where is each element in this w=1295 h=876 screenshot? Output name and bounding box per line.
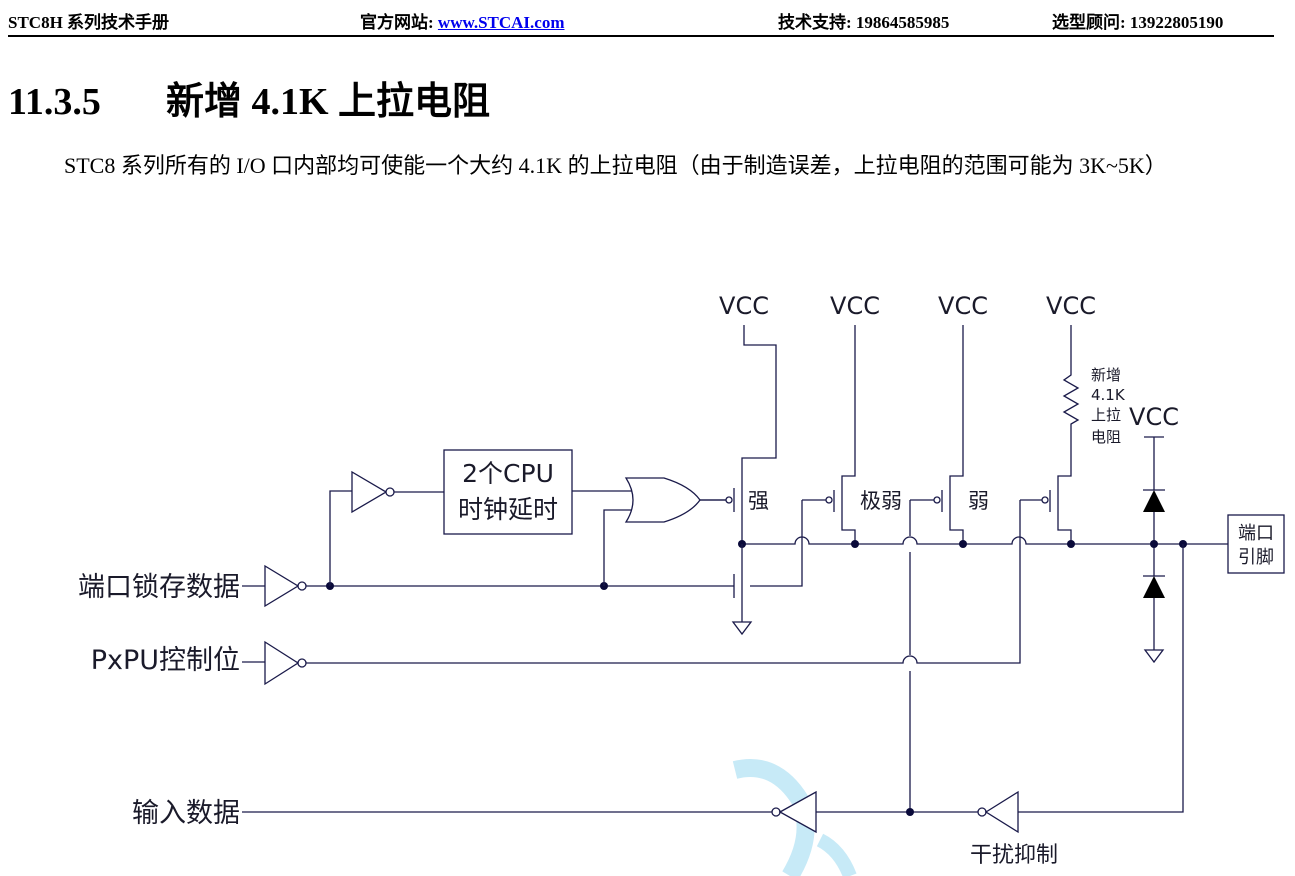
noise-suppression-label: 干扰抑制 — [970, 843, 1058, 868]
port-pin: 端口 引脚 — [1227, 514, 1285, 574]
page-header: STC8H 系列技术手册 官方网站: www.STCAI.com 技术支持: 1… — [8, 6, 1274, 34]
or-gate — [624, 477, 701, 523]
section-heading: 11.3.5 新增 4.1K 上拉电阻 — [8, 70, 490, 125]
very-weak-pullup-transistor: 极弱 — [802, 325, 902, 544]
vcc-label-strong: VCC — [719, 292, 769, 320]
body-paragraph: STC8 系列所有的 I/O 口内部均可使能一个大约 4.1K 的上拉电阻（由于… — [64, 153, 1167, 178]
site-label: 官方网站: — [360, 13, 438, 32]
support-phone: 技术支持: 19864585985 — [778, 13, 950, 32]
resistor-label-line1: 新增 — [1091, 366, 1121, 384]
pin-feedback-line — [1018, 544, 1184, 813]
vcc-label-very-weak: VCC — [830, 292, 880, 320]
latch-buffer — [242, 564, 307, 608]
pxpu-label: PxPU控制位 — [91, 645, 240, 676]
vcc-label-pullup: VCC — [1046, 292, 1096, 320]
header-rule — [8, 35, 1274, 37]
delay-inverter — [351, 470, 395, 514]
official-site: 官方网站: www.STCAI.com — [360, 8, 564, 33]
section-number: 11.3.5 — [8, 81, 101, 123]
resistor-label-line4: 电阻 — [1091, 428, 1121, 446]
vcc-label-weak: VCC — [938, 292, 988, 320]
delay-label-line2: 时钟延时 — [458, 495, 558, 524]
resistor-label-line3: 上拉 — [1091, 406, 1121, 424]
noise-suppression-buffer — [977, 790, 1019, 834]
watermark-logo — [732, 759, 857, 876]
cpu-clock-delay-box: 2个CPU 时钟延时 — [443, 449, 573, 535]
section-title: 新增 4.1K 上拉电阻 — [166, 81, 491, 123]
input-data-label: 输入数据 — [132, 798, 240, 829]
delay-label-line1: 2个CPU — [462, 459, 554, 488]
latch-to-very-weak — [750, 500, 803, 587]
pin-label-line1: 端口 — [1238, 523, 1274, 544]
pullup-resistor: 新增 4.1K 上拉 电阻 — [1020, 325, 1126, 544]
site-link[interactable]: www.STCAI.com — [437, 13, 565, 32]
pin-label-line2: 引脚 — [1238, 547, 1274, 568]
strong-pullup-transistor: 强 — [675, 325, 777, 544]
vcc-label-diode: VCC — [1129, 403, 1179, 431]
weak-pullup-transistor: 弱 — [910, 325, 989, 544]
pulldown-transistor — [716, 544, 753, 636]
very-weak-label: 极弱 — [860, 489, 902, 513]
strong-label: 强 — [748, 489, 769, 513]
pxpu-buffer — [242, 640, 307, 686]
weak-label: 弱 — [968, 489, 989, 513]
latch-data-label: 端口锁存数据 — [78, 572, 240, 603]
advisor-phone: 选型顾问: 13922805190 — [1052, 13, 1224, 32]
manual-title: STC8H 系列技术手册 — [8, 13, 170, 32]
protection-diodes — [1143, 436, 1165, 664]
or-second-input — [603, 509, 634, 586]
pxpu-line — [306, 500, 1021, 664]
resistor-label-line2: 4.1K — [1091, 386, 1126, 404]
delay-feed — [329, 490, 352, 586]
